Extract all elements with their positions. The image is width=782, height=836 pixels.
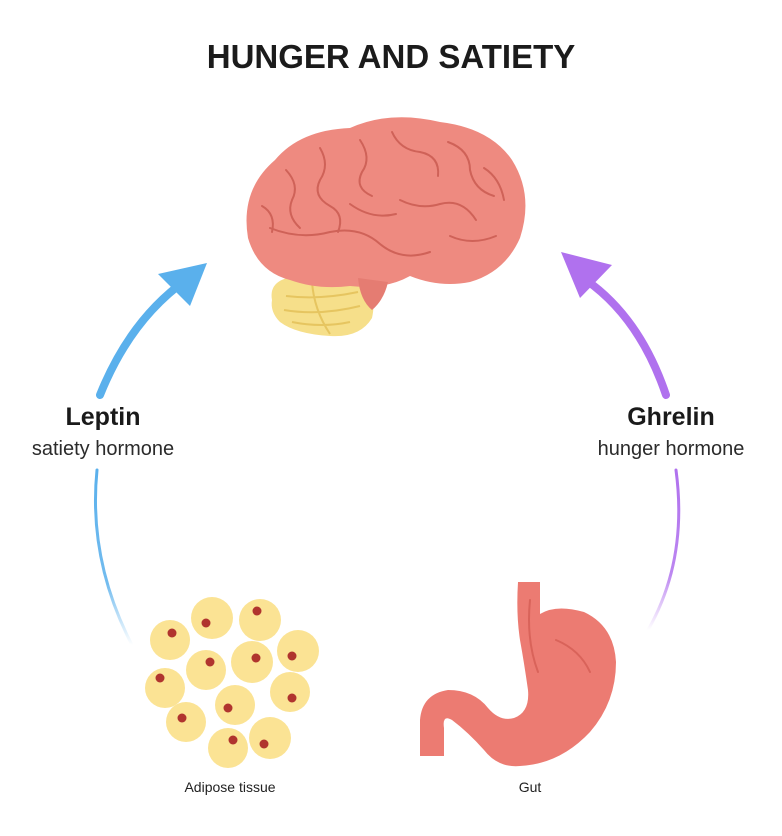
leptin-description: satiety hormone	[31, 438, 175, 460]
adipose-cells-icon	[145, 597, 319, 768]
leptin-name: Leptin	[65, 403, 141, 431]
brain-icon	[246, 117, 526, 337]
ghrelin-label: Ghrelin hunger hormone	[588, 402, 754, 462]
stomach-icon	[420, 582, 616, 767]
ghrelin-description: hunger hormone	[597, 438, 745, 460]
adipose-caption: Adipose tissue	[184, 779, 276, 795]
gut-caption: Gut	[518, 779, 542, 795]
leptin-arrow	[94, 263, 207, 647]
page-title: HUNGER AND SATIETY	[206, 38, 576, 75]
leptin-label: Leptin satiety hormone	[20, 402, 186, 462]
ghrelin-name: Ghrelin	[627, 403, 715, 431]
ghrelin-arrow	[561, 252, 681, 632]
